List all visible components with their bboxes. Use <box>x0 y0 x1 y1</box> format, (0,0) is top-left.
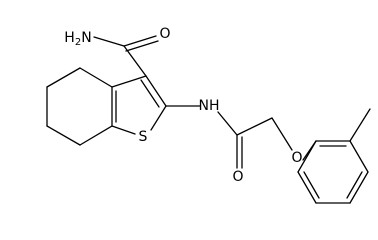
bond <box>150 105 167 131</box>
bond <box>297 171 317 204</box>
tolyl-ring <box>297 108 371 204</box>
molecule-drawing: H2N O S NH O O <box>46 26 371 204</box>
cyclohexane-ring <box>46 67 113 146</box>
carbonyl-oxygen-bottom-label: O <box>232 169 243 185</box>
bond <box>123 35 157 47</box>
bond <box>346 171 363 199</box>
bond <box>79 125 113 146</box>
bond <box>46 125 81 146</box>
amide-nh-label: NH <box>199 98 220 114</box>
bond <box>303 171 320 199</box>
structure-svg: H2N O S NH O O <box>46 26 371 204</box>
bond <box>46 67 81 88</box>
amide-nitrogen-label: H2N <box>64 30 91 48</box>
bond <box>217 111 238 136</box>
bond <box>140 79 160 108</box>
bond <box>271 117 293 151</box>
bond <box>236 117 273 136</box>
bond <box>125 40 159 52</box>
bond <box>297 140 317 173</box>
bond <box>349 140 369 173</box>
thiophene-sulfur-label: S <box>139 129 148 145</box>
thiophene-ring <box>111 75 167 135</box>
amide-linker <box>165 105 317 169</box>
bond <box>93 36 125 47</box>
bond <box>79 67 113 88</box>
bond <box>349 108 371 142</box>
bond <box>111 75 147 88</box>
bond <box>145 75 167 107</box>
bond <box>349 171 369 204</box>
carbonyl-oxygen-top-label: O <box>159 26 170 42</box>
carboxamide-group <box>93 35 159 77</box>
ether-oxygen-label: O <box>291 150 302 166</box>
bond <box>111 125 136 135</box>
